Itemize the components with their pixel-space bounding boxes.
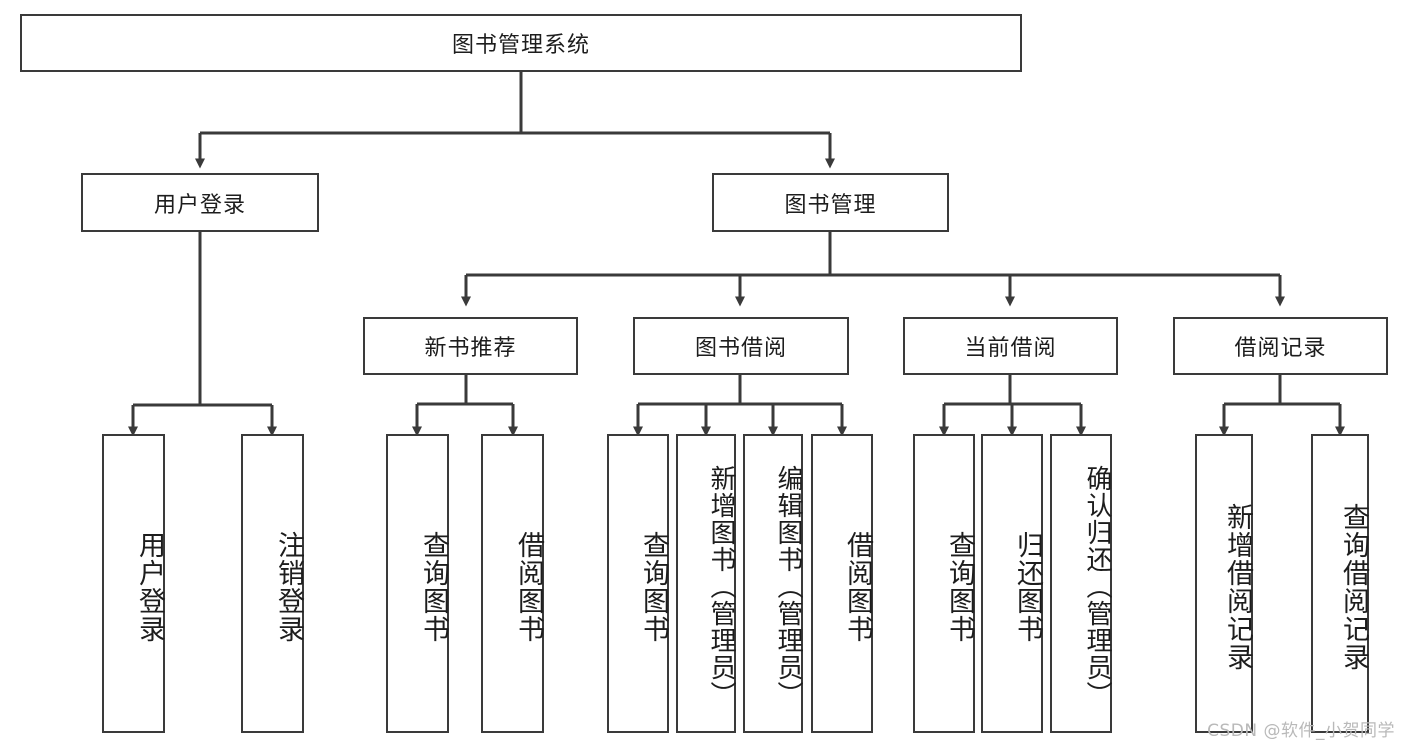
node-user-login[interactable]: 用户登录 [81, 173, 319, 232]
node-label: 查询图书 [944, 530, 975, 643]
csdn-watermark: CSDN @软件_小贺同学 [1207, 721, 1395, 741]
leaf-borrow-book-recommend[interactable]: 借阅图书 [481, 434, 544, 733]
leaf-query-book-current[interactable]: 查询图书 [913, 434, 975, 733]
node-borrow-record[interactable]: 借阅记录 [1173, 317, 1388, 375]
node-book-manage[interactable]: 图书管理 [712, 173, 949, 232]
node-label: 注销登录 [273, 530, 304, 643]
node-current-borrow[interactable]: 当前借阅 [903, 317, 1118, 375]
node-label: 查询借阅记录 [1338, 502, 1369, 671]
leaf-add-book[interactable]: 新增图书（管理员） [676, 434, 736, 733]
node-label: 用户登录 [153, 192, 246, 218]
leaf-query-book-borrow[interactable]: 查询图书 [607, 434, 669, 733]
node-label: 借阅记录 [1234, 336, 1327, 361]
node-label: 图书管理系统 [451, 33, 590, 58]
node-label: 图书管理 [784, 192, 877, 218]
node-label: 新书推荐 [424, 336, 517, 361]
node-new-book-recommend[interactable]: 新书推荐 [363, 317, 578, 375]
node-root-system[interactable]: 图书管理系统 [20, 14, 1022, 72]
node-label: 查询图书 [418, 530, 449, 643]
node-label: 借阅图书 [842, 530, 873, 643]
node-label: 借阅图书 [513, 530, 544, 643]
leaf-query-borrow-record[interactable]: 查询借阅记录 [1311, 434, 1369, 733]
node-label: 新增借阅记录 [1222, 502, 1253, 671]
leaf-add-borrow-record[interactable]: 新增借阅记录 [1195, 434, 1253, 733]
leaf-logout[interactable]: 注销登录 [241, 434, 304, 733]
node-label: 确认归还（管理员） [1082, 465, 1112, 708]
leaf-user-login[interactable]: 用户登录 [102, 434, 165, 733]
node-label: 新增图书（管理员） [706, 465, 736, 708]
leaf-return-book[interactable]: 归还图书 [981, 434, 1043, 733]
leaf-edit-book[interactable]: 编辑图书（管理员） [743, 434, 803, 733]
leaf-query-book-recommend[interactable]: 查询图书 [386, 434, 449, 733]
node-label: 用户登录 [134, 530, 165, 643]
leaf-confirm-return[interactable]: 确认归还（管理员） [1050, 434, 1112, 733]
node-label: 归还图书 [1012, 530, 1043, 643]
node-label: 编辑图书（管理员） [773, 465, 803, 708]
node-label: 图书借阅 [694, 336, 787, 361]
node-book-borrow[interactable]: 图书借阅 [633, 317, 849, 375]
node-label: 查询图书 [638, 530, 669, 643]
node-label: 当前借阅 [964, 336, 1057, 361]
leaf-borrow-book[interactable]: 借阅图书 [811, 434, 873, 733]
